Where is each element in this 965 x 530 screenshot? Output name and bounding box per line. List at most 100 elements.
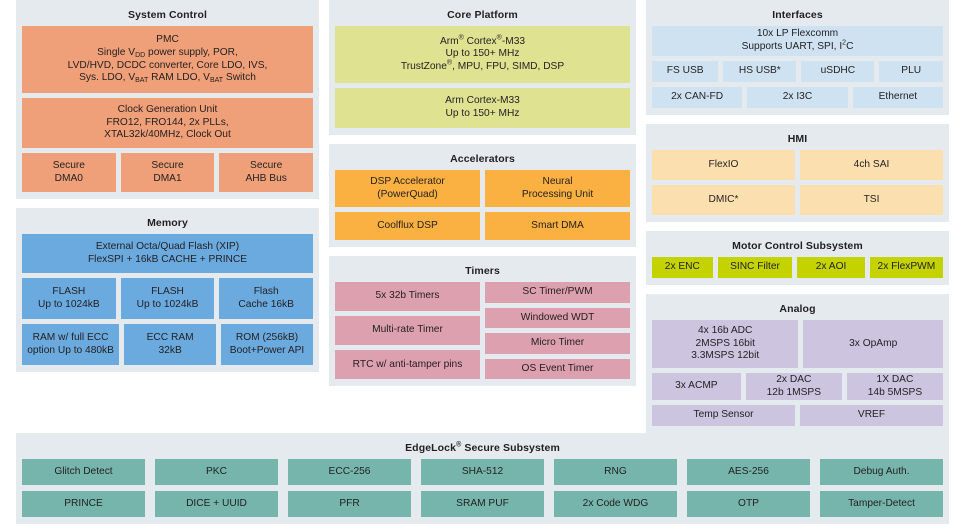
block-ecc-256[interactable]: ECC-256 [288, 459, 411, 485]
block-cortex-m33-primary[interactable]: Arm® Cortex®-M33 Up to 150+ MHz TrustZon… [335, 26, 630, 83]
panel-title-accelerators: Accelerators [450, 153, 515, 165]
panel-hmi: HMI FlexIO 4ch SAI DMIC* TSI [646, 124, 949, 222]
block-pmc[interactable]: PMC Single VDD power supply, POR, LVD/HV… [22, 26, 313, 93]
panel-core-platform: Core Platform Arm® Cortex®-M33 Up to 150… [329, 0, 636, 135]
block-flexio[interactable]: FlexIO [652, 150, 795, 180]
block-sinc-filter[interactable]: SINC Filter [717, 257, 793, 278]
pmc-line-1: PMC [156, 34, 179, 46]
panel-title-hmi: HMI [787, 133, 808, 145]
panel-timers: Timers 5x 32b Timers Multi-rate Timer RT… [329, 256, 636, 387]
block-dsp-accelerator[interactable]: DSP Accelerator (PowerQuad) [335, 170, 480, 207]
block-prince[interactable]: PRINCE [22, 491, 145, 517]
panel-title-memory: Memory [147, 217, 188, 229]
panel-title-edgelock: EdgeLock® Secure Subsystem [405, 441, 560, 455]
block-ram-full-ecc[interactable]: RAM w/ full ECC option Up to 480kB [22, 324, 120, 365]
block-debug-auth[interactable]: Debug Auth. [820, 459, 943, 485]
block-ecc-ram[interactable]: ECC RAM 32kB [124, 324, 217, 365]
block-clock-generation-unit[interactable]: Clock Generation Unit FRO12, FRO144, 2x … [22, 98, 313, 148]
block-cortex-m33-secondary[interactable]: Arm Cortex-M33 Up to 150+ MHz [335, 88, 630, 128]
cgu-line-3: XTAL32k/40MHz, Clock Out [104, 129, 231, 141]
core-a-line-1: Arm® Cortex®-M33 [439, 34, 526, 47]
block-2x-flexpwm[interactable]: 2x FlexPWM [869, 257, 943, 278]
middle-column: Core Platform Arm® Cortex®-M33 Up to 150… [329, 0, 636, 387]
block-fs-usb[interactable]: FS USB [652, 61, 719, 82]
panel-title-timers: Timers [465, 265, 500, 277]
block-pkc[interactable]: PKC [155, 459, 278, 485]
block-sram-puf[interactable]: SRAM PUF [421, 491, 544, 517]
block-plu[interactable]: PLU [879, 61, 943, 82]
panel-title-system-control: System Control [128, 9, 207, 21]
block-acmp[interactable]: 3x ACMP [652, 373, 741, 400]
cgu-line-1: Clock Generation Unit [117, 104, 218, 116]
block-otp[interactable]: OTP [687, 491, 810, 517]
panel-title-interfaces: Interfaces [772, 9, 823, 21]
pmc-line-3: LVD/HVD, DCDC converter, Core LDO, IVS, [67, 59, 268, 71]
block-smart-dma[interactable]: Smart DMA [485, 212, 630, 240]
block-i3c[interactable]: 2x I3C [747, 87, 848, 108]
edgelock-row-1: Glitch Detect PKC ECC-256 SHA-512 RNG AE… [22, 459, 943, 485]
flexcomm-line-2: Supports UART, SPI, I2C [741, 39, 854, 52]
block-neural-processing-unit[interactable]: Neural Processing Unit [485, 170, 630, 207]
block-16b-adc[interactable]: 4x 16b ADC 2MSPS 16bit 3.3MSPS 12bit [652, 320, 799, 368]
panel-motor-control: Motor Control Subsystem 2x ENC SINC Filt… [646, 231, 949, 285]
block-opamp[interactable]: 3x OpAmp [803, 320, 943, 368]
core-a-line-3: TrustZone®, MPU, FPU, SIMD, DSP [400, 59, 565, 72]
cgu-line-2: FRO12, FRO144, 2x PLLs, [106, 116, 229, 128]
timers-left-column: 5x 32b Timers Multi-rate Timer RTC w/ an… [335, 282, 480, 380]
panel-analog: Analog 4x 16b ADC 2MSPS 16bit 3.3MSPS 12… [646, 294, 949, 433]
pmc-line-4: Sys. LDO, VBAT RAM LDO, VBAT Switch [79, 72, 256, 85]
block-32b-timers[interactable]: 5x 32b Timers [335, 282, 480, 312]
block-flash-cache[interactable]: Flash Cache 16kB [219, 278, 314, 319]
block-hs-usb[interactable]: HS USB* [723, 61, 797, 82]
block-vref[interactable]: VREF [800, 405, 943, 426]
panel-accelerators: Accelerators DSP Accelerator (PowerQuad)… [329, 144, 636, 247]
panel-memory: Memory External Octa/Quad Flash (XIP) Fl… [16, 208, 319, 372]
block-tsi[interactable]: TSI [800, 185, 943, 215]
block-external-flash-xip[interactable]: External Octa/Quad Flash (XIP) FlexSPI +… [22, 234, 313, 273]
block-2x-aoi[interactable]: 2x AOI [797, 257, 865, 278]
block-sc-timer-pwm[interactable]: SC Timer/PWM [485, 282, 630, 303]
panel-interfaces: Interfaces 10x LP Flexcomm Supports UART… [646, 0, 949, 115]
block-flash-0[interactable]: FLASH Up to 1024kB [22, 278, 116, 319]
block-windowed-wdt[interactable]: Windowed WDT [485, 307, 630, 329]
block-secure-dma0[interactable]: Secure DMA0 [22, 153, 116, 192]
block-aes-256[interactable]: AES-256 [687, 459, 810, 485]
block-rtc-anti-tamper[interactable]: RTC w/ anti-tamper pins [335, 350, 480, 380]
block-2x-dac[interactable]: 2x DAC 12b 1MSPS [745, 373, 842, 400]
panel-system-control: System Control PMC Single VDD power supp… [16, 0, 319, 199]
block-secure-ahb-bus[interactable]: Secure AHB Bus [219, 153, 314, 192]
block-ethernet[interactable]: Ethernet [852, 87, 943, 108]
block-pfr[interactable]: PFR [288, 491, 411, 517]
right-column: Interfaces 10x LP Flexcomm Supports UART… [646, 0, 949, 433]
block-secure-dma1[interactable]: Secure DMA1 [120, 153, 215, 192]
block-multi-rate-timer[interactable]: Multi-rate Timer [335, 316, 480, 346]
block-code-wdg[interactable]: 2x Code WDG [554, 491, 677, 517]
block-sha-512[interactable]: SHA-512 [421, 459, 544, 485]
left-column: System Control PMC Single VDD power supp… [16, 0, 319, 372]
panel-edgelock-secure-subsystem: EdgeLock® Secure Subsystem Glitch Detect… [16, 433, 949, 524]
block-os-event-timer[interactable]: OS Event Timer [485, 358, 630, 380]
block-dice-uuid[interactable]: DICE + UUID [155, 491, 278, 517]
block-2x-enc[interactable]: 2x ENC [652, 257, 713, 278]
block-4ch-sai[interactable]: 4ch SAI [800, 150, 943, 180]
block-coolflux-dsp[interactable]: Coolflux DSP [335, 212, 480, 240]
block-can-fd[interactable]: 2x CAN-FD [652, 87, 743, 108]
flexcomm-line-1: 10x LP Flexcomm [756, 28, 839, 40]
panel-title-core-platform: Core Platform [447, 9, 518, 21]
block-dmic[interactable]: DMIC* [652, 185, 795, 215]
block-1x-dac[interactable]: 1X DAC 14b 5MSPS [846, 373, 943, 400]
panel-title-analog: Analog [779, 303, 816, 315]
block-glitch-detect[interactable]: Glitch Detect [22, 459, 145, 485]
edgelock-row-2: PRINCE DICE + UUID PFR SRAM PUF 2x Code … [22, 491, 943, 517]
block-lp-flexcomm[interactable]: 10x LP Flexcomm Supports UART, SPI, I2C [652, 26, 943, 56]
block-flash-1[interactable]: FLASH Up to 1024kB [120, 278, 215, 319]
timers-right-column: SC Timer/PWM Windowed WDT Micro Timer OS… [485, 282, 630, 380]
block-rng[interactable]: RNG [554, 459, 677, 485]
block-usdhc[interactable]: uSDHC [801, 61, 875, 82]
block-temp-sensor[interactable]: Temp Sensor [652, 405, 795, 426]
block-micro-timer[interactable]: Micro Timer [485, 333, 630, 354]
block-rom[interactable]: ROM (256kB) Boot+Power API [221, 324, 313, 365]
block-tamper-detect[interactable]: Tamper-Detect [820, 491, 943, 517]
core-a-line-2: Up to 150+ MHz [445, 48, 520, 60]
